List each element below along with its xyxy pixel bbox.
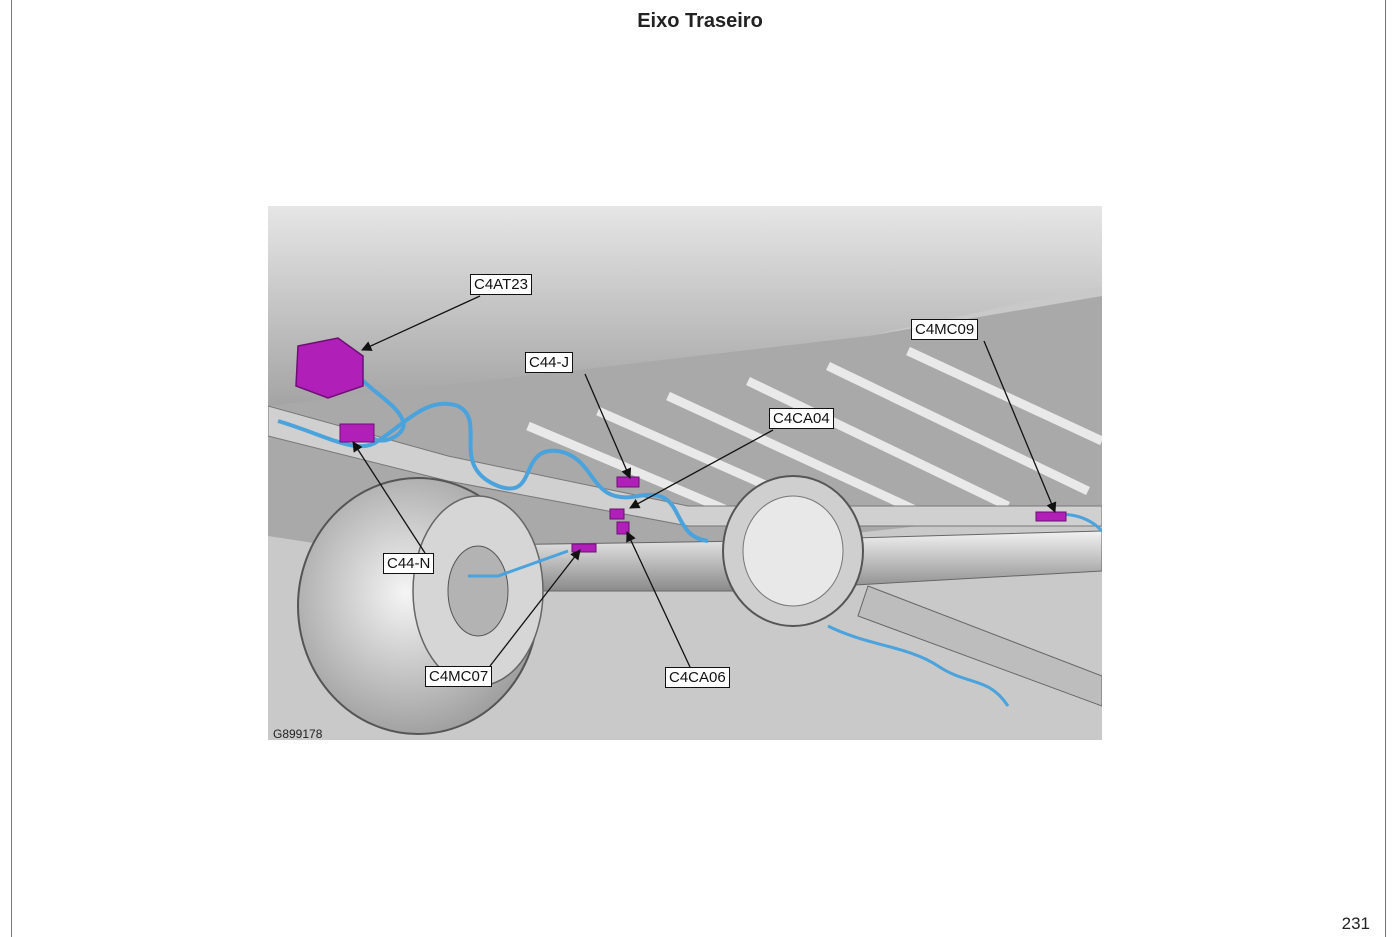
callout-c4at23: C4AT23 <box>470 274 532 295</box>
connector-c44j <box>616 476 640 488</box>
connector-c4ca04 <box>609 508 625 520</box>
callout-c4mc09: C4MC09 <box>911 319 979 340</box>
page-number: 231 <box>1341 914 1370 933</box>
bed-floor <box>268 206 1102 426</box>
callout-c4ca06: C4CA06 <box>665 667 730 688</box>
connector-c4ca06 <box>616 521 630 535</box>
connector-c4at23 <box>295 337 364 399</box>
callout-c4ca04: C4CA04 <box>769 408 834 429</box>
page-frame <box>11 0 1386 937</box>
page-title: Eixo Traseiro <box>637 10 763 32</box>
rear-axle-illustration <box>268 206 1102 740</box>
connector-c4mc09 <box>1035 511 1067 522</box>
callout-c44j: C44-J <box>525 352 574 373</box>
wiring-harness-branch <box>356 374 406 443</box>
driveshaft <box>857 585 1102 707</box>
connector-c4mc07 <box>571 543 597 553</box>
connector-c44n <box>339 423 375 443</box>
callout-c4mc07: C4MC07 <box>425 666 493 687</box>
wiring-harness-rear <box>827 624 1010 707</box>
figure-id: G899178 <box>273 727 323 741</box>
callout-c44n: C44-N <box>383 553 435 574</box>
